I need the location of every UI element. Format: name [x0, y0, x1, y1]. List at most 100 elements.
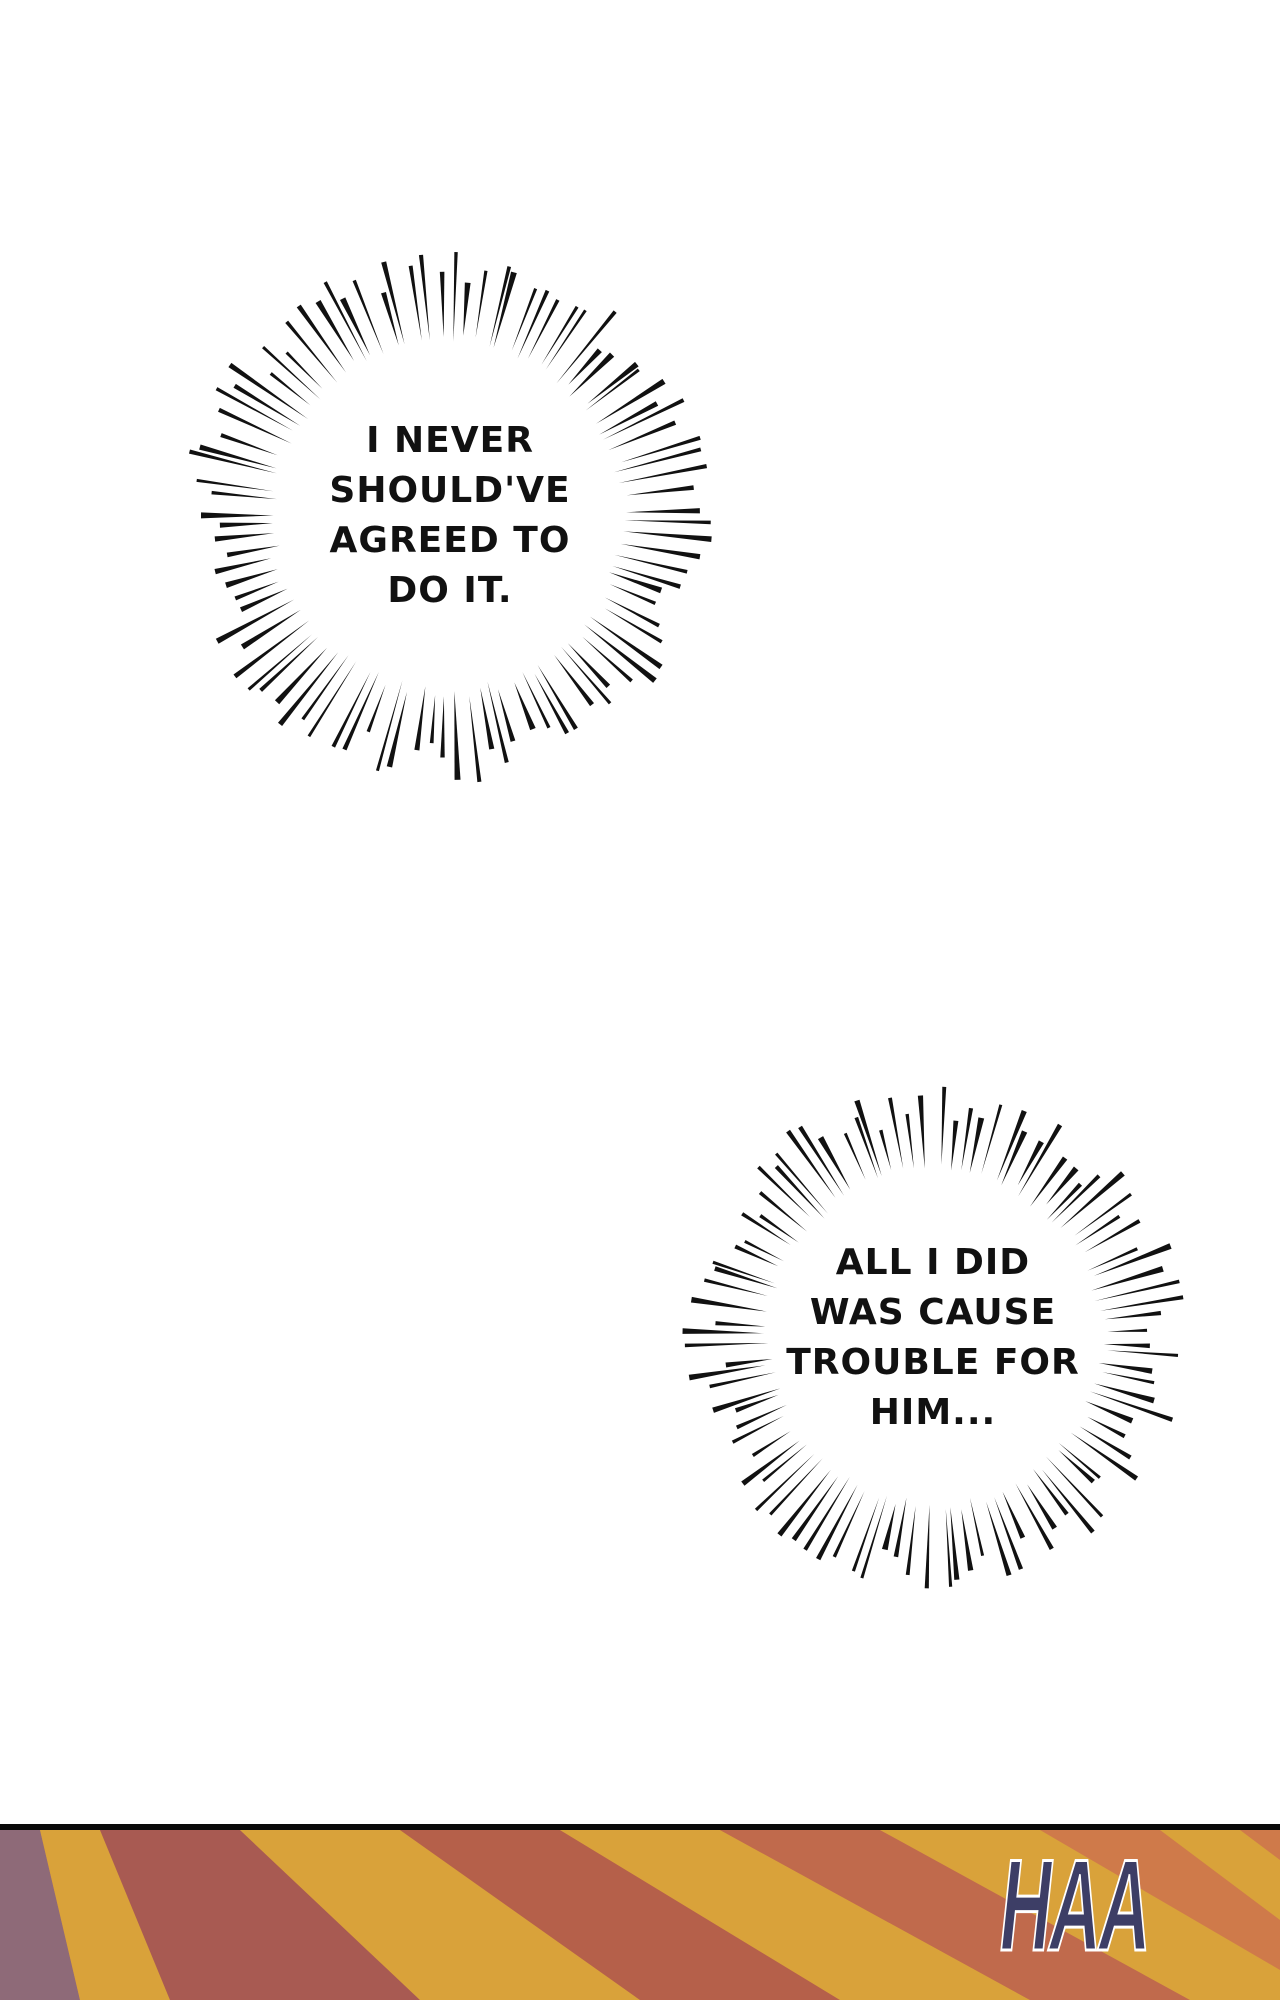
burst-ray [233, 383, 301, 426]
burst-ray [981, 1104, 1003, 1174]
burst-ray [1058, 1449, 1095, 1484]
burst-ray [969, 1497, 985, 1557]
burst-ray [1042, 1469, 1095, 1534]
burst-ray [527, 299, 560, 359]
burst-ray [1107, 1350, 1179, 1357]
burst-ray [682, 1328, 765, 1334]
burst-ray [798, 1125, 845, 1196]
burst-ray [541, 305, 579, 365]
burst-ray [759, 1214, 799, 1243]
burst-ray [754, 1453, 815, 1512]
sound-effect-text: HAA [999, 1832, 1151, 1978]
burst-ray [803, 1476, 850, 1551]
burst-ray [587, 361, 639, 404]
burst-ray [366, 684, 386, 733]
burst-ray [945, 1508, 953, 1587]
burst-ray [714, 1266, 778, 1289]
burst-ray [994, 1497, 1024, 1570]
burst-ray [612, 566, 681, 589]
burst-ray [917, 1095, 925, 1169]
burst-ray [817, 1136, 851, 1190]
bubble-line: TROUBLE FOR [786, 1342, 1080, 1383]
stripe [880, 1830, 1280, 2000]
burst-ray [851, 1497, 880, 1572]
burst-ray [589, 616, 663, 670]
burst-ray [609, 584, 657, 605]
burst-ray [408, 265, 422, 341]
stripe [0, 1830, 80, 2000]
burst-rays-layer [188, 251, 1184, 1589]
burst-ray [214, 558, 272, 575]
burst-ray [454, 691, 461, 780]
burst-ray [735, 1404, 787, 1430]
burst-ray [240, 609, 301, 650]
burst-ray [1046, 1182, 1083, 1220]
stripe [40, 1830, 170, 2000]
burst-ray [905, 1505, 916, 1576]
stripe [100, 1830, 420, 2000]
burst-ray [560, 646, 612, 705]
burst-ray [843, 1132, 866, 1180]
burst-ray [1029, 1156, 1068, 1207]
burst-ray [684, 1342, 769, 1348]
burst-ray [596, 378, 666, 424]
burst-ray [603, 398, 685, 440]
burst-ray [259, 637, 318, 692]
burst-ray [604, 608, 663, 644]
stripe [560, 1830, 1030, 2000]
burst-ray [414, 686, 426, 751]
burst-ray [1098, 1362, 1153, 1374]
burst-ray [924, 1504, 930, 1589]
burst-ray [950, 1507, 960, 1580]
burst-ray [386, 691, 407, 768]
burst-ray [1017, 1140, 1044, 1186]
burst-ray [1103, 1343, 1150, 1349]
bubble-line: WAS CAUSE [809, 1292, 1057, 1333]
bubble-line: HIM... [869, 1392, 997, 1433]
burst-ray [247, 634, 312, 691]
burst-ray [469, 696, 482, 783]
bubble-line: SHOULD'VE [329, 470, 571, 511]
burst-ray [741, 1212, 791, 1246]
burst-ray [517, 289, 550, 359]
burst-ray [381, 291, 399, 346]
burst-ray [881, 1504, 896, 1551]
burst-ray [744, 1240, 784, 1262]
burst-ray [618, 463, 708, 484]
burst-ray [522, 672, 551, 729]
burst-ray [860, 1495, 887, 1579]
burst-ray [1075, 1214, 1121, 1246]
burst-ray [1018, 1123, 1063, 1197]
burst-ray [375, 680, 403, 772]
burst-ray [480, 687, 495, 750]
burst-ray [274, 647, 328, 705]
burst-ray [453, 251, 458, 342]
burst-ray [582, 636, 633, 683]
burst-ray [1100, 1295, 1184, 1311]
burst-ray [584, 624, 657, 683]
burst-ray [514, 682, 536, 731]
burst-ray [429, 695, 436, 744]
burst-ray [199, 444, 277, 469]
burst-ray [226, 545, 280, 558]
bubble-line: DO IT. [387, 570, 513, 611]
burst-ray [961, 1509, 974, 1571]
burst-ray [554, 655, 595, 707]
burst-ray [854, 1116, 879, 1179]
burst-ray [352, 279, 384, 355]
burst-ray [1084, 1219, 1141, 1253]
burst-ray [791, 1476, 839, 1542]
burst-ray [215, 599, 295, 644]
burst-ray [196, 478, 274, 492]
burst-ray [1089, 1391, 1174, 1422]
burst-ray [969, 1117, 985, 1173]
burst-ray [626, 485, 694, 496]
burst-ray [1104, 1310, 1162, 1320]
burst-ray [1079, 1426, 1132, 1460]
burst-ray [211, 490, 277, 500]
burst-ray [1046, 1166, 1079, 1205]
burst-ray [1070, 1432, 1139, 1481]
burst-ray [786, 1129, 836, 1199]
burst-ray [440, 696, 445, 758]
burst-ray [1074, 1192, 1132, 1236]
